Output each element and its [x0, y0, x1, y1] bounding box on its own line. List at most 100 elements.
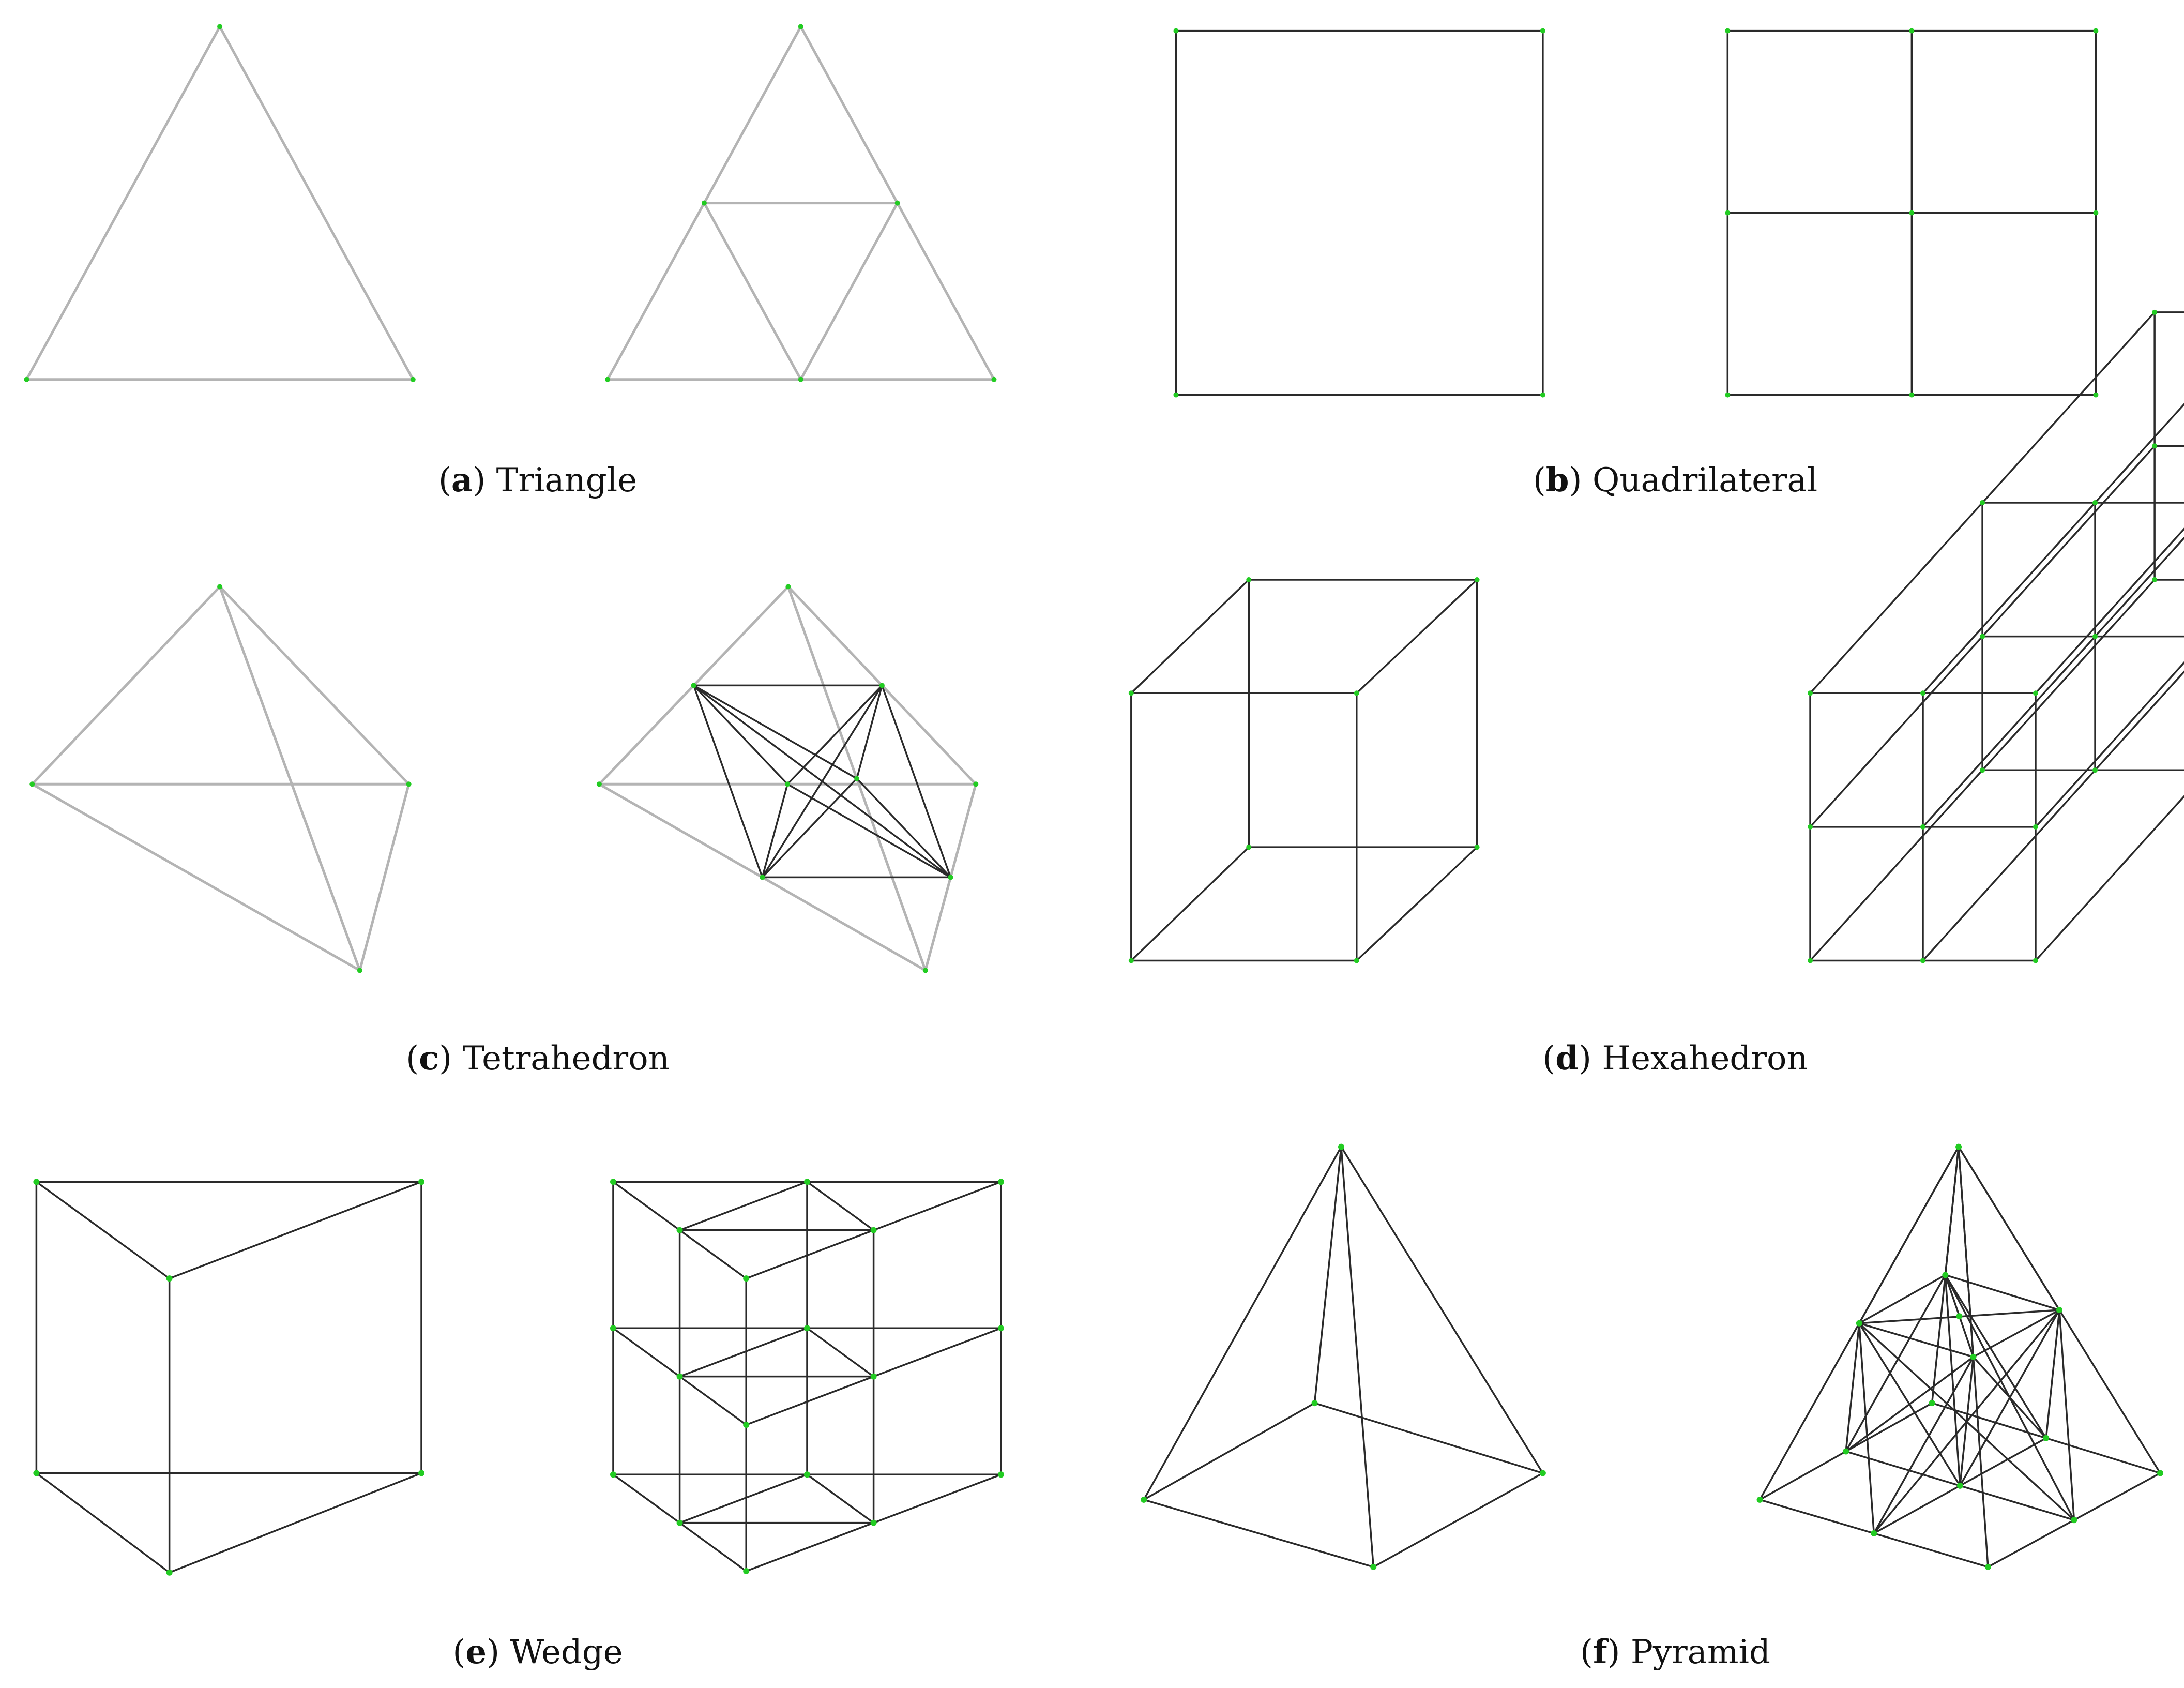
pyramid-refined [1756, 1143, 2163, 1570]
mesh-edge [1143, 1402, 1316, 1501]
mesh-edge [168, 1181, 422, 1279]
mesh-edge [1313, 1402, 1544, 1474]
mesh-node [610, 1325, 616, 1332]
mesh-node [998, 1471, 1004, 1478]
mesh-node [406, 781, 412, 787]
caption-a: (a) Triangle [438, 461, 637, 500]
mesh-edge [872, 1473, 1002, 1524]
mesh-edge [1809, 635, 1983, 828]
tetrahedron-refined [596, 584, 979, 973]
mesh-node [803, 1325, 810, 1332]
mesh-node [1956, 1313, 1963, 1320]
mesh-node [803, 1471, 810, 1478]
mesh-node [1474, 845, 1480, 850]
mesh-node [1354, 690, 1359, 696]
mesh-node [1128, 690, 1134, 696]
mesh-node [798, 24, 803, 29]
mesh-edge [2035, 661, 2184, 828]
hexahedron-refined [1808, 309, 2184, 963]
mesh-node [217, 584, 223, 590]
mesh-edge [1981, 579, 2156, 771]
mesh-node [24, 376, 29, 382]
mesh-node [870, 1227, 877, 1233]
mesh-edge [1858, 1146, 1960, 1324]
mesh-node [676, 1227, 683, 1233]
mesh-node [1474, 577, 1480, 582]
mesh-edge [1130, 579, 1250, 695]
mesh-node [1980, 500, 1985, 506]
mesh-node [1311, 1400, 1318, 1407]
mesh-node [870, 1519, 877, 1526]
mesh-edge [1356, 846, 1478, 962]
mesh-node [1338, 1143, 1344, 1150]
mesh-node [1725, 28, 1731, 34]
mesh-edge [678, 1229, 747, 1279]
mesh-node [1539, 1470, 1546, 1476]
mesh-edge [31, 585, 221, 786]
mesh-edge [1340, 1146, 1374, 1568]
mesh-node [1725, 210, 1731, 216]
mesh-node [854, 776, 860, 781]
mesh-edge [745, 1229, 875, 1279]
mesh-edge [2058, 1309, 2075, 1521]
mesh-node [1856, 1320, 1862, 1327]
mesh-node [1540, 28, 1545, 34]
mesh-edge [1873, 1356, 1975, 1534]
mesh-node [1980, 634, 1985, 639]
mesh-edge [2045, 1309, 2060, 1439]
mesh-edge [1922, 502, 2096, 695]
mesh-node [1957, 1482, 1963, 1489]
mesh-edge [1972, 1356, 2048, 1439]
mesh-edge [1809, 502, 1983, 695]
mesh-edge [881, 684, 952, 879]
mesh-node [418, 1179, 425, 1185]
mesh-node [2033, 958, 2038, 963]
mesh-edge [1143, 1499, 1374, 1568]
mesh-node [217, 24, 223, 29]
mesh-node [29, 781, 35, 787]
mesh-node [1980, 767, 1985, 773]
mesh-edge [612, 1327, 681, 1378]
mesh-node [743, 1275, 750, 1282]
mesh-edge [678, 1375, 747, 1426]
mesh-node [610, 1471, 616, 1478]
mesh-node [2092, 634, 2098, 639]
mesh-edge [1944, 1274, 2048, 1439]
mesh-node [1808, 824, 1813, 830]
mesh-edge [692, 684, 764, 879]
mesh-node [2056, 1307, 2063, 1314]
mesh-edge [761, 684, 883, 879]
mesh-node [2092, 500, 2098, 506]
mesh-node [1540, 392, 1545, 398]
mesh-edge [1944, 1274, 2060, 1311]
mesh-node [1984, 1563, 1991, 1570]
mesh-node [701, 200, 707, 206]
mesh-node [1920, 690, 1926, 696]
mesh-edge [1922, 635, 2096, 828]
mesh-node [1246, 577, 1252, 582]
mesh-node [410, 376, 416, 382]
mesh-node [1843, 1448, 1849, 1455]
mesh-node [785, 584, 791, 590]
mesh-edge [1981, 445, 2156, 638]
mesh-edge [1858, 1322, 1975, 1358]
mesh-node [2152, 577, 2158, 582]
mesh-node [2093, 392, 2099, 398]
mesh-edge [678, 1181, 808, 1231]
mesh-node [1173, 392, 1179, 398]
mesh-node [2093, 28, 2099, 34]
hexahedron-coarse [1128, 577, 1480, 963]
mesh-edge [1944, 1274, 1961, 1487]
mesh-node [2092, 767, 2098, 773]
mesh-node [998, 1325, 1004, 1332]
mesh-edge [678, 1473, 808, 1524]
wedge-refined [610, 1179, 1004, 1575]
mesh-edge [799, 202, 899, 381]
mesh-node [2157, 1470, 2163, 1476]
mesh-node [973, 781, 979, 787]
mesh-node [1173, 28, 1179, 34]
mesh-edge [218, 585, 411, 786]
mesh-node [1808, 958, 1813, 963]
mesh-edge [872, 1181, 1002, 1231]
tetrahedron-coarse [29, 584, 412, 973]
